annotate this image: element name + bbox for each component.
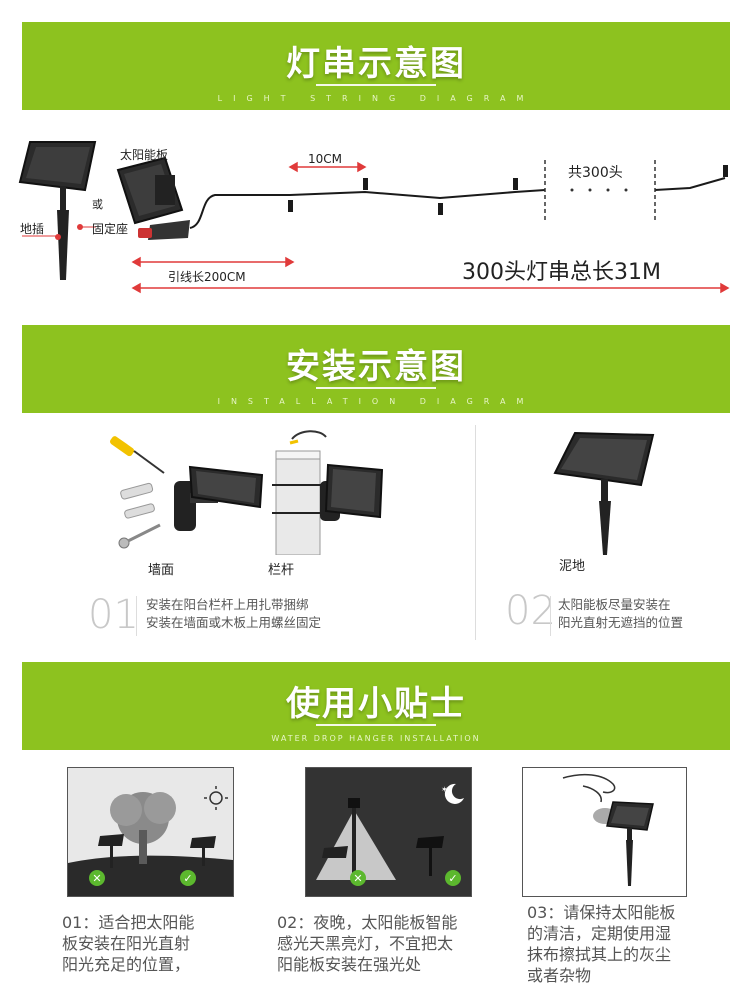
section-title: 安装示意图 xyxy=(286,347,466,387)
screw-icon xyxy=(118,523,161,549)
svg-text:✓: ✓ xyxy=(448,872,457,885)
wall-bracket-panel-icon xyxy=(174,465,264,531)
sun-icon xyxy=(204,786,228,810)
step-number: 02 xyxy=(505,588,556,634)
cross-icon xyxy=(89,870,105,886)
title-underline xyxy=(316,387,436,389)
step-number: 01 xyxy=(88,592,139,638)
railing-label: 栏杆 xyxy=(268,563,295,578)
solar-panel-label: 太阳能板 xyxy=(120,148,169,162)
ground-stake-label: 地插 xyxy=(20,222,45,236)
soil-label: 泥地 xyxy=(559,559,586,574)
cross-icon xyxy=(350,870,366,886)
tip-text-1: 01：适合把太阳能 板安装在阳光直射 阳光充足的位置， xyxy=(62,913,195,974)
hand-icon xyxy=(562,773,616,803)
tip-image-sunlight: ✕ ✓ xyxy=(67,767,234,897)
svg-text:✕: ✕ xyxy=(92,872,101,885)
railing-post-icon xyxy=(272,450,384,555)
section-banner-light-string: 灯串示意图 LIGHT STRING DIAGRAM xyxy=(22,22,730,110)
tip-text-3: 03：请保持太阳能板 的清洁，定期使用湿 抹布擦拭其上的灰尘 或者杂物 xyxy=(527,903,676,985)
section-banner-installation: 安装示意图 INSTALLATION DIAGRAM xyxy=(22,325,730,413)
section-banner-tips: 使用小贴士 WATER DROP HANGER INSTALLATION xyxy=(22,662,730,750)
fixed-mount-label: 固定座 xyxy=(92,222,129,236)
svg-text:✕: ✕ xyxy=(353,872,362,885)
step-description: 安装在阳台栏杆上用扎带捆绑 安装在墙面或木板上用螺丝固定 xyxy=(146,597,322,630)
step-separator xyxy=(136,596,137,636)
title-underline xyxy=(316,724,436,726)
title-underline xyxy=(316,84,436,86)
wall-plug-icon xyxy=(120,482,155,519)
or-label: 或 xyxy=(92,198,103,211)
total-length-label: 300头灯串总长31M xyxy=(462,260,661,285)
step-separator xyxy=(550,596,551,636)
spacing-label: 10CM xyxy=(308,152,343,166)
tip-text-2: 02：夜晚，太阳能板智能 感光天黑亮灯，不宜把太 阳能板安装在强光处 xyxy=(277,913,458,974)
section-title: 使用小贴士 xyxy=(286,684,466,724)
section-title: 灯串示意图 xyxy=(286,44,466,84)
section-subtitle: LIGHT STRING DIAGRAM xyxy=(217,94,535,103)
section-subtitle: INSTALLATION DIAGRAM xyxy=(217,397,535,406)
screwdriver-icon xyxy=(110,436,165,474)
step-description: 太阳能板尽量安装在 阳光直射无遮挡的位置 xyxy=(558,597,684,630)
check-icon xyxy=(180,870,196,886)
moon-icon xyxy=(444,783,464,804)
svg-text:✓: ✓ xyxy=(183,872,192,885)
total-heads-label: 共300头 xyxy=(568,165,623,181)
svg-text:✶: ✶ xyxy=(441,785,448,794)
check-icon xyxy=(445,870,461,886)
wall-label: 墙面 xyxy=(148,563,175,578)
stake-solar-panel-icon xyxy=(18,141,97,280)
tip-image-cleaning xyxy=(522,767,687,897)
mount-solar-panel-icon xyxy=(116,156,190,240)
installation-soil-stake-illustration xyxy=(553,431,655,555)
tip-image-night: ✶ ✕ ✓ xyxy=(305,767,472,897)
section-subtitle: WATER DROP HANGER INSTALLATION xyxy=(271,734,481,743)
installation-divider xyxy=(475,425,476,640)
installation-wall-railing-illustration xyxy=(110,430,384,555)
light-string-diagram xyxy=(18,141,730,294)
lead-wire-label: 引线长200CM xyxy=(168,270,246,284)
